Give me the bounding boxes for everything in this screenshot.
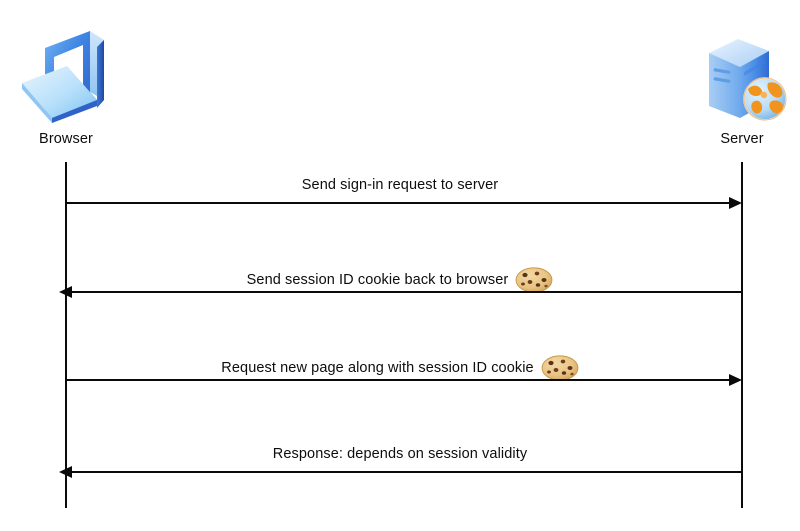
cookie-icon <box>515 267 553 293</box>
message-label-2: Send session ID cookie back to browser <box>0 267 800 293</box>
message-arrowhead-1 <box>729 197 742 209</box>
message-line-1 <box>66 202 736 204</box>
laptop-icon <box>18 26 114 126</box>
message-arrowhead-3 <box>729 374 742 386</box>
actor-server-label: Server <box>720 131 764 147</box>
server-globe-icon <box>694 26 790 126</box>
message-label-3: Request new page along with session ID c… <box>0 355 800 381</box>
message-label-1: Send sign-in request to server <box>0 178 800 193</box>
lifeline-browser <box>65 162 67 508</box>
message-text-4: Response: depends on session validity <box>272 446 528 462</box>
message-arrowhead-4 <box>59 466 72 478</box>
actor-browser: Browser <box>0 26 132 147</box>
message-line-3 <box>66 379 736 381</box>
message-arrowhead-2 <box>59 286 72 298</box>
cookie-icon <box>541 355 579 381</box>
message-line-4 <box>72 471 742 473</box>
lifeline-server <box>741 162 743 508</box>
message-label-4: Response: depends on session validity <box>0 447 800 462</box>
actor-browser-label: Browser <box>39 131 93 147</box>
message-text-1: Send sign-in request to server <box>301 177 499 193</box>
message-line-2 <box>72 291 742 293</box>
message-text-3: Request new page along with session ID c… <box>221 359 534 376</box>
actor-server: Server <box>676 26 800 147</box>
message-text-2: Send session ID cookie back to browser <box>246 271 509 288</box>
